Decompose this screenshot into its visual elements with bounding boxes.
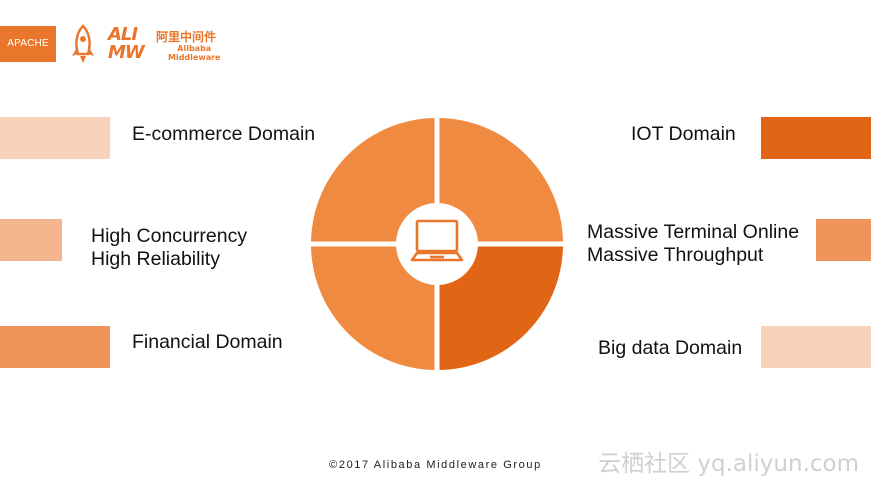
quadrant-top-right (439, 118, 563, 242)
center-disc (396, 203, 478, 285)
label-financial-domain: Financial Domain (132, 331, 283, 353)
alibaba-en-text: Alibaba Middleware (168, 44, 220, 62)
label-massive-terminal: Massive Terminal Online Massive Throughp… (587, 221, 799, 267)
quadrant-bottom-left (311, 246, 435, 370)
label-massive-terminal-line2: Massive Throughput (587, 244, 764, 266)
label-massive-terminal-line1: Massive Terminal Online (587, 221, 800, 243)
apache-logo: APACHE (0, 26, 56, 62)
laptop-icon (410, 219, 464, 262)
left-bar-concurrency (0, 219, 62, 261)
label-iot-domain: IOT Domain (631, 123, 736, 145)
rocket-logo-icon (72, 24, 94, 63)
alibaba-en-line1: Alibaba (177, 44, 212, 53)
right-bar-bigdata (761, 326, 871, 368)
label-high-concurrency: High Concurrency High Reliability (91, 225, 247, 271)
right-bar-terminal (816, 219, 871, 261)
alibaba-en-line2: Middleware (168, 53, 221, 62)
quadrant-circle (311, 118, 563, 370)
watermark-text: 云栖社区 yq.aliyun.com (598, 451, 859, 477)
label-bigdata-domain: Big data Domain (598, 337, 743, 359)
label-ecommerce-domain: E-commerce Domain (132, 123, 316, 145)
left-bar-ecommerce (0, 117, 110, 159)
label-high-concurrency-line2: High Reliability (91, 248, 220, 270)
quadrant-bottom-right (439, 246, 563, 370)
right-bar-iot (761, 117, 871, 159)
quadrant-top-left (311, 118, 435, 242)
left-bar-financial (0, 326, 110, 368)
footer-copyright: ©2017 Alibaba Middleware Group (329, 459, 542, 471)
label-high-concurrency-line1: High Concurrency (91, 225, 248, 247)
apache-logo-text: APACHE (7, 38, 49, 49)
alibaba-cn-text: 阿里中间件 (156, 30, 217, 44)
